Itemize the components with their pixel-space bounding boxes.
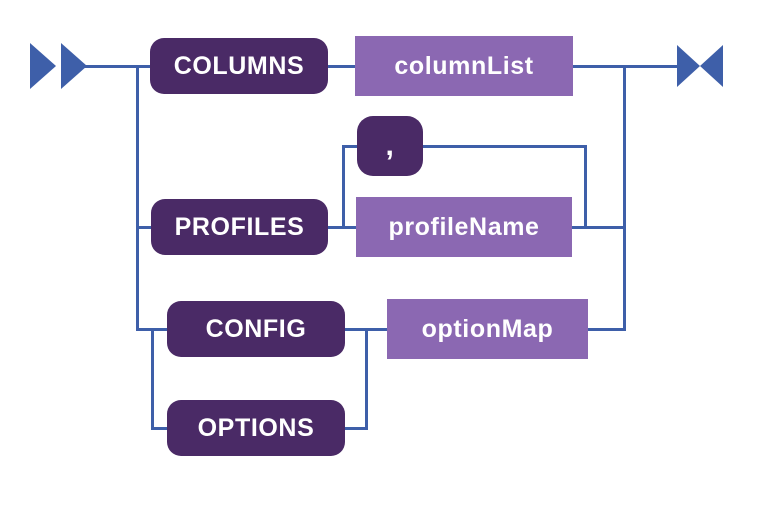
start-arrow-icon xyxy=(30,43,56,89)
node-optionmap-operand: optionMap xyxy=(387,299,588,359)
node-comma-separator: , xyxy=(357,116,423,176)
connector-loop-left-vertical xyxy=(342,145,345,228)
node-columns-keyword: COLUMNS xyxy=(150,38,328,94)
connector-options-exit-vertical xyxy=(365,328,368,430)
connector-merge-vertical xyxy=(623,65,626,331)
node-profilename-operand: profileName xyxy=(356,197,572,257)
connector-branch-to-options xyxy=(151,427,168,430)
node-options-keyword: OPTIONS xyxy=(167,400,345,456)
connector-columnlist-to-end xyxy=(573,65,680,68)
connector-options-exit xyxy=(345,427,368,430)
connector-start-to-columns xyxy=(84,65,152,68)
connector-loop-right-vertical xyxy=(584,145,587,228)
node-config-keyword: CONFIG xyxy=(167,301,345,357)
connector-profilename-to-merge xyxy=(572,226,626,229)
end-bowtie-icon xyxy=(700,45,723,87)
connector-options-entry-vertical xyxy=(151,328,154,429)
start-arrow-icon xyxy=(61,43,87,89)
connector-loop-to-comma xyxy=(342,145,359,148)
connector-optionmap-to-merge xyxy=(588,328,626,331)
node-columnlist-operand: columnList xyxy=(355,36,573,96)
connector-main-branch-vertical xyxy=(136,65,139,330)
connector-comma-to-loop-right xyxy=(423,145,586,148)
connector-branch-to-profiles xyxy=(136,226,153,229)
connector-columns-to-columnlist xyxy=(328,65,357,68)
end-bowtie-icon xyxy=(677,45,700,87)
node-profiles-keyword: PROFILES xyxy=(151,199,328,255)
